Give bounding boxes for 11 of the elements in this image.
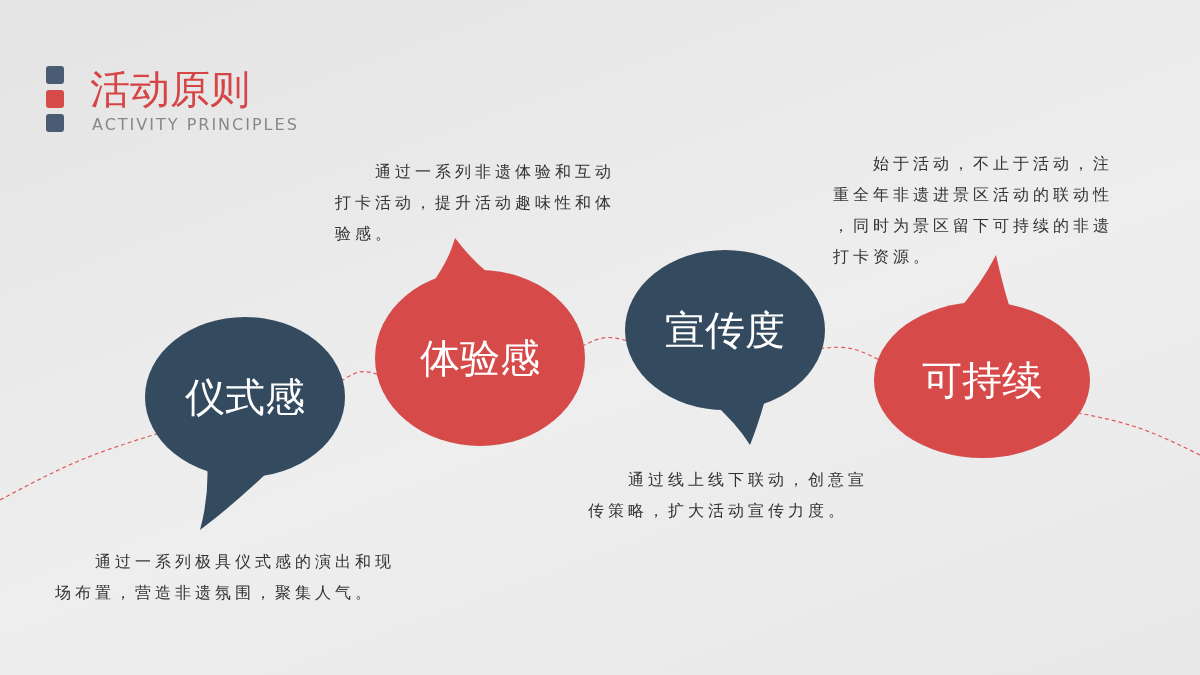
description-text: 始于活动，不止于活动，注重全年非遗进景区活动的联动性，同时为景区留下可持续的非遗打卡资源。 bbox=[833, 153, 1114, 268]
bubble-label: 可持续 bbox=[922, 355, 1042, 405]
description-text: 通过一系列非遗体验和互动打卡活动，提升活动趣味性和体验感。 bbox=[335, 161, 616, 245]
bubble-label: 宣传度 bbox=[665, 305, 785, 355]
bubble-label: 体验感 bbox=[420, 333, 540, 383]
subtitle: ACTIVITY PRINCIPLES bbox=[92, 115, 299, 134]
dashed-connector bbox=[0, 432, 159, 501]
description-text: 通过一系列极具仪式感的演出和现场布置，营造非遗氛围，聚集人气。 bbox=[55, 551, 396, 604]
description-text: 通过线上线下联动，创意宣传策略，扩大活动宣传力度。 bbox=[588, 469, 869, 522]
bubble-label: 仪式感 bbox=[185, 372, 305, 422]
title: 活动原则 bbox=[90, 65, 250, 114]
